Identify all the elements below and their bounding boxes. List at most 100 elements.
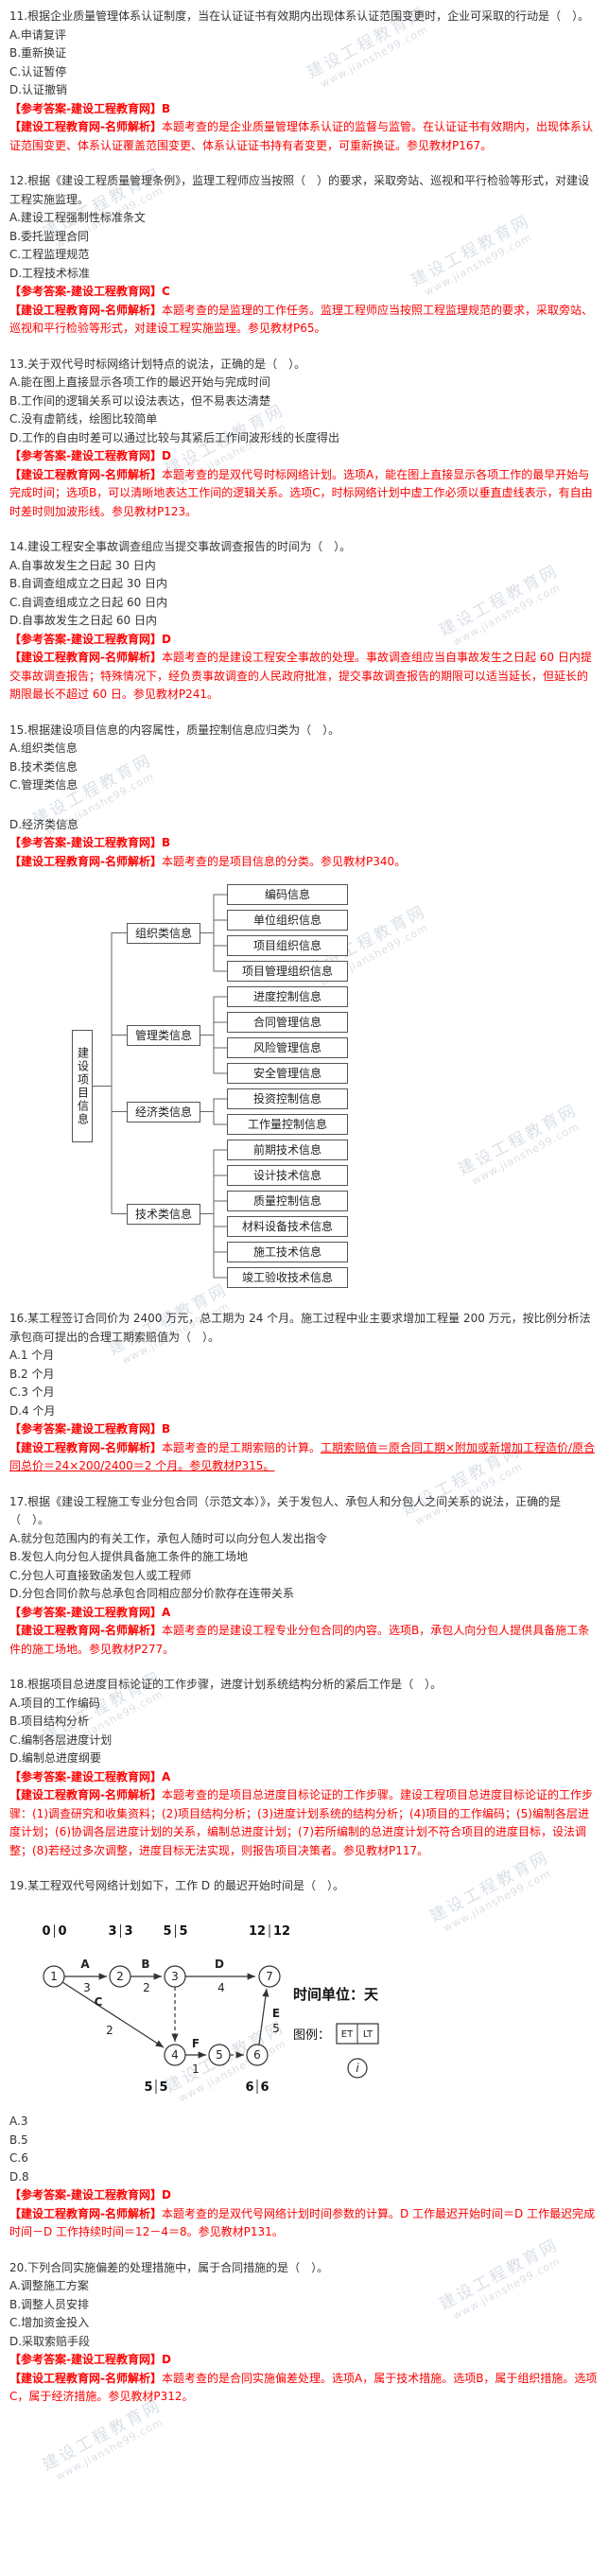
- analysis-text: 本题考查的是监理的工作任务。监理工程师应当按照工程监理规范的要求，采取旁站、巡视…: [9, 303, 593, 336]
- edge-E-duration: 5: [272, 2022, 280, 2035]
- question-stem: 16.某工程签订合同价为 2400 万元，总工期为 24 个月。施工过程中业主要…: [9, 1312, 591, 1344]
- node1-et: 0: [42, 1924, 50, 1939]
- option-d: D.4 个月: [9, 1403, 56, 1418]
- answer-prefix: 【参考答案-建设工程教育网】: [9, 2353, 162, 2366]
- node-2: 2: [116, 1970, 124, 1983]
- tree-leaf-box: 项目管理组织信息: [227, 961, 348, 982]
- edge-A-duration: 3: [83, 1981, 91, 1994]
- question-stem: 20.下列合同实施偏差的处理措施中，属于合同措施的是（ ）。: [9, 2260, 329, 2274]
- reference-answer: 【参考答案-建设工程教育网】B: [9, 100, 599, 119]
- answer-prefix: 【参考答案-建设工程教育网】: [9, 2188, 162, 2202]
- edge-E-label: E: [272, 2007, 280, 2020]
- question-20: 20.下列合同实施偏差的处理措施中，属于合同措施的是（ ）。 A.调整施工方案 …: [9, 2259, 599, 2407]
- option-c: C.分包人可直接致函发包人或工程师: [9, 1568, 192, 1582]
- tree-leaf-box: 工作量控制信息: [227, 1114, 348, 1135]
- answer-letter: B: [161, 1422, 171, 1436]
- node7-lt: 12: [273, 1924, 290, 1939]
- analysis-prefix: 【建设工程教育网-名师解析】: [9, 467, 162, 481]
- reference-answer: 【参考答案-建设工程教育网】C: [9, 283, 599, 302]
- answer-letter: B: [161, 101, 171, 115]
- legend-lt: LT: [363, 2029, 373, 2040]
- analysis-prefix: 【建设工程教育网-名师解析】: [9, 303, 162, 317]
- option-b: B.2 个月: [9, 1366, 55, 1381]
- edge-C-duration: 2: [106, 2024, 113, 2037]
- option-a: A.组织类信息: [9, 741, 78, 755]
- node4-lt: 5: [159, 2080, 167, 2095]
- option-b: B.项目结构分析: [9, 1714, 90, 1728]
- tree-leaf-box: 投资控制信息: [227, 1088, 348, 1109]
- tree-leaf-box: 单位组织信息: [227, 910, 348, 931]
- option-b: B.委托监理合同: [9, 229, 90, 243]
- tree-leaf-box: 编码信息: [227, 884, 348, 905]
- node2-lt: 3: [124, 1924, 132, 1939]
- node6-lt: 6: [260, 2080, 269, 2095]
- node4-et: 5: [144, 2080, 152, 2095]
- analysis-prefix: 【建设工程教育网-名师解析】: [9, 1440, 162, 1454]
- question-stem: 17.根据《建设工程施工专业分包合同（示范文本）》，关于发包人、承包人和分包人之…: [9, 1494, 562, 1527]
- reference-answer: 【参考答案-建设工程教育网】A: [9, 1768, 599, 1787]
- teacher-analysis: 【建设工程教育网-名师解析】本题考查的是合同实施偏差处理。选项A，属于技术措施。…: [9, 2370, 599, 2407]
- teacher-analysis: 【建设工程教育网-名师解析】本题考查的是项目信息的分类。参见教材P340。: [9, 853, 599, 872]
- option-b: B.5: [9, 2132, 28, 2147]
- teacher-analysis: 【建设工程教育网-名师解析】本题考查的是双代号网络计划时间参数的计算。D 工作最…: [9, 2205, 599, 2242]
- analysis-prefix: 【建设工程教育网-名师解析】: [9, 651, 162, 664]
- node-6: 6: [253, 2048, 261, 2062]
- question-16: 16.某工程签订合同价为 2400 万元，总工期为 24 个月。施工过程中业主要…: [9, 1310, 599, 1476]
- tree-connector-lines: [93, 894, 227, 1279]
- option-b: B.发包人向分包人提供具备施工条件的施工场地: [9, 1550, 249, 1563]
- node7-et: 12: [249, 1924, 266, 1939]
- option-c: C.编制各层进度计划: [9, 1732, 113, 1747]
- answer-letter: D: [161, 449, 171, 462]
- teacher-analysis: 【建设工程教育网-名师解析】本题考查的是监理的工作任务。监理工程师应当按照工程监…: [9, 302, 599, 339]
- option-a: A.调整施工方案: [9, 2279, 89, 2292]
- node-3: 3: [171, 1970, 179, 1983]
- edge-A-label: A: [80, 1958, 90, 1971]
- option-a: A.项目的工作编码: [9, 1696, 100, 1710]
- option-d: D.采取索赔手段: [9, 2334, 91, 2348]
- question-11: 11.根据企业质量管理体系认证制度，当在认证证书有效期内出现体系认证范围变更时，…: [9, 8, 599, 155]
- option-a: A.能在图上直接显示各项工作的最迟开始与完成时间: [9, 375, 270, 389]
- option-c: C.工程监理规范: [9, 248, 90, 261]
- tree-leaf-box: 施工技术信息: [227, 1242, 348, 1262]
- exam-content: 11.根据企业质量管理体系认证制度，当在认证证书有效期内出现体系认证范围变更时，…: [9, 8, 599, 2407]
- question-stem: 14.建设工程安全事故调查组应当提交事故调查报告的时间为（ ）。: [9, 540, 352, 553]
- answer-letter: D: [161, 632, 171, 646]
- time-unit-label: 时间单位：天: [293, 1986, 379, 2003]
- option-d: D.认证撤销: [9, 83, 68, 96]
- teacher-analysis: 【建设工程教育网-名师解析】本题考查的是工期索赔的计算。工期索赔值＝原合同工期×…: [9, 1439, 599, 1476]
- option-d: D.分包合同价款与总承包合同相应部分价款存在连带关系: [9, 1587, 295, 1600]
- tree-leaf-box: 设计技术信息: [227, 1165, 348, 1186]
- tree-leaf-box: 质量控制信息: [227, 1191, 348, 1211]
- answer-letter: A: [161, 1605, 171, 1619]
- analysis-text: 本题考查的是项目总进度目标论证的工作步骤。建设工程项目总进度目标论证的工作步骤：…: [9, 1788, 593, 1857]
- option-a: A.1 个月: [9, 1349, 55, 1362]
- node-1: 1: [50, 1970, 58, 1983]
- tree-leaf-box: 项目组织信息: [227, 935, 348, 956]
- tree-leaf-box: 竣工验收技术信息: [227, 1267, 348, 1288]
- analysis-text: 本题考查的是双代号网络计划时间参数的计算。D 工作最迟开始时间＝D 工作最迟完成…: [9, 2206, 596, 2239]
- answer-letter: D: [161, 2188, 171, 2202]
- answer-prefix: 【参考答案-建设工程教育网】: [9, 1422, 162, 1436]
- legend-label: 图例：: [293, 2028, 330, 2043]
- question-stem: 13.关于双代号时标网络计划特点的说法，正确的是（ ）。: [9, 357, 306, 371]
- option-c: C.认证暂停: [9, 64, 67, 78]
- answer-prefix: 【参考答案-建设工程教育网】: [9, 632, 162, 646]
- teacher-analysis: 【建设工程教育网-名师解析】本题考查的是双代号时标网络计划。选项A，能在图上直接…: [9, 466, 599, 522]
- answer-letter: D: [161, 2353, 171, 2366]
- edge-C-label: C: [95, 1995, 103, 2009]
- tree-leaf-box: 材料设备技术信息: [227, 1216, 348, 1237]
- option-a: A.申请复评: [9, 27, 66, 42]
- answer-prefix: 【参考答案-建设工程教育网】: [9, 1769, 162, 1784]
- reference-answer: 【参考答案-建设工程教育网】B: [9, 834, 599, 853]
- tree-leaf-box: 风险管理信息: [227, 1037, 348, 1058]
- option-b: B.重新换证: [9, 46, 67, 60]
- question-stem: 15.根据建设项目信息的内容属性，质量控制信息应归类为（ ）。: [9, 722, 340, 737]
- node3-lt: 5: [179, 1924, 187, 1939]
- option-d: D.工作的自由时差可以通过比较与其紧后工作间波形线的长度得出: [9, 430, 340, 444]
- tree-leaf-box: 安全管理信息: [227, 1063, 348, 1084]
- option-d: D.8: [9, 2169, 29, 2184]
- option-c: C.管理类信息: [9, 778, 78, 792]
- question-12: 12.根据《建设工程质量管理条例》，监理工程师应当按照（ ）的要求，采取旁站、巡…: [9, 172, 599, 339]
- tree-category-box: 技术类信息: [127, 1203, 200, 1225]
